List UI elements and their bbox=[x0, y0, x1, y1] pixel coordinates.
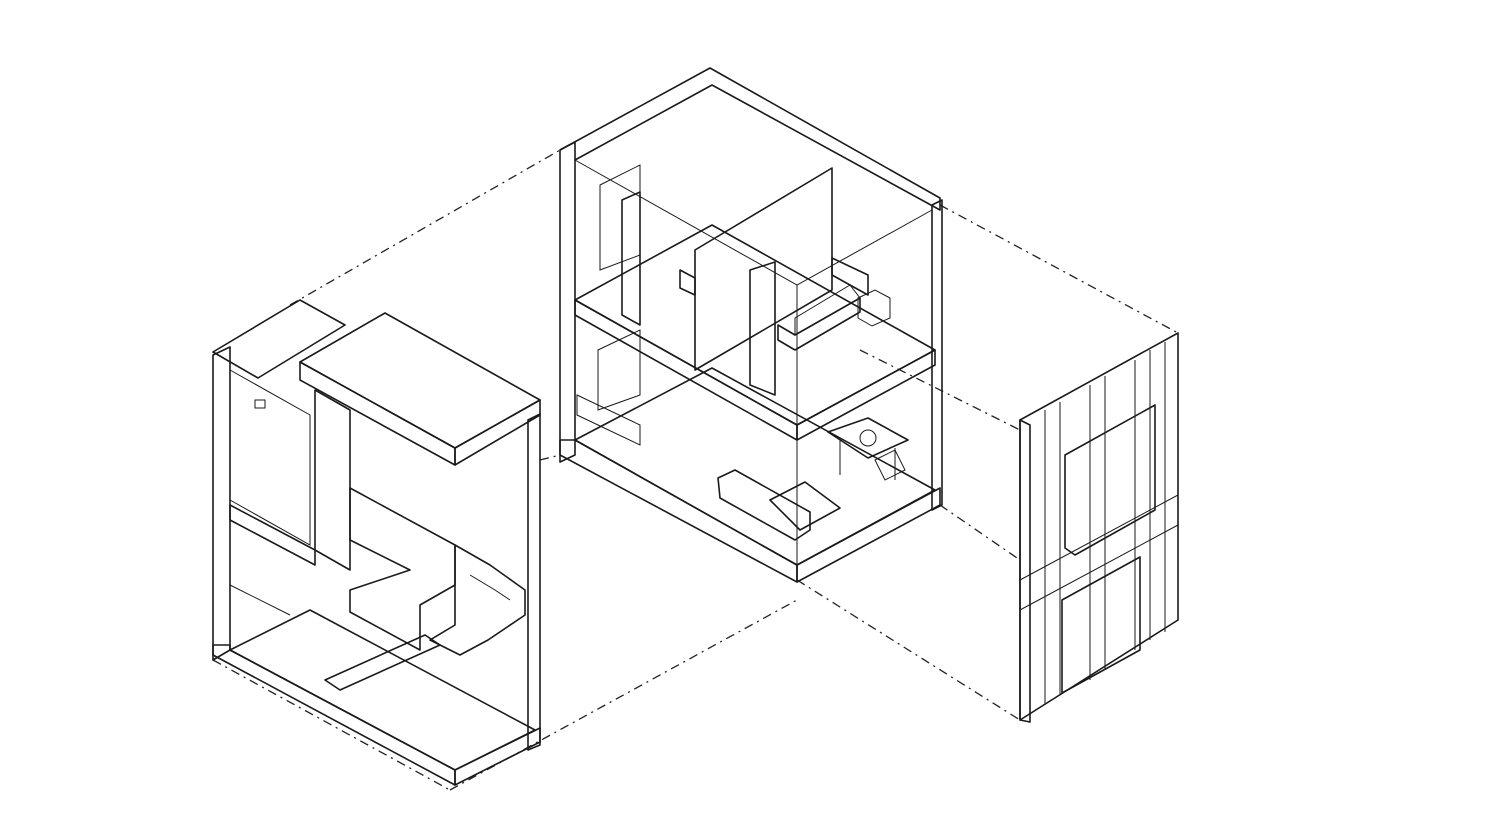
stair-stringer-wall bbox=[349, 487, 456, 651]
bed-headboard bbox=[831, 257, 869, 296]
bathroom-box bbox=[229, 369, 311, 546]
upper-window-frame bbox=[1064, 404, 1156, 556]
upper-slab-front bbox=[574, 299, 798, 441]
kitchen-counter-line bbox=[229, 584, 291, 616]
panel-edge bbox=[1019, 419, 1031, 723]
facade-panel bbox=[1019, 332, 1179, 723]
upper-window-glazing bbox=[599, 164, 641, 271]
stair-treads bbox=[429, 544, 526, 656]
drawing-line bbox=[539, 454, 561, 461]
rug bbox=[769, 481, 841, 531]
lower-window-glazing bbox=[597, 329, 641, 411]
panel-face bbox=[1019, 332, 1179, 721]
upper-room-roof bbox=[212, 299, 346, 379]
bed-frame bbox=[777, 297, 861, 351]
base-slab-front bbox=[559, 439, 798, 583]
drawing-line bbox=[1019, 524, 1179, 611]
left-wall-section bbox=[212, 346, 231, 661]
drawing-line bbox=[939, 204, 1179, 334]
bed-side bbox=[679, 269, 696, 296]
shower-head-icon bbox=[254, 399, 266, 409]
right-wall-section bbox=[931, 199, 943, 511]
ground-floor bbox=[574, 367, 936, 566]
projection-lines bbox=[212, 149, 1179, 791]
stair-lower-flight bbox=[324, 634, 441, 691]
drawing-line bbox=[212, 659, 451, 791]
table-centerpiece bbox=[859, 429, 877, 447]
right-wall-section bbox=[527, 413, 541, 751]
roof-block-front bbox=[299, 361, 456, 466]
living-module bbox=[559, 67, 943, 583]
lower-window-frame bbox=[1061, 556, 1141, 694]
drawing-line bbox=[289, 149, 561, 306]
partition-wall-2 bbox=[694, 167, 833, 371]
upper-floor-slab bbox=[229, 504, 316, 566]
panel-studs bbox=[1044, 342, 1166, 705]
partition-wall-1 bbox=[621, 191, 641, 326]
stair-module bbox=[212, 299, 541, 786]
drawing-line bbox=[1019, 494, 1179, 581]
upper-slab-right bbox=[796, 349, 936, 441]
dining-chair bbox=[874, 449, 906, 481]
stair-tread-lines bbox=[469, 574, 511, 601]
drawing-line bbox=[574, 159, 933, 286]
dining-table bbox=[827, 417, 909, 459]
slab-edge-front bbox=[212, 644, 456, 786]
kitchen-counter bbox=[576, 394, 641, 446]
nightstand bbox=[857, 289, 891, 327]
drawing-line bbox=[859, 349, 1021, 431]
sofa bbox=[717, 469, 811, 541]
roof-outline bbox=[559, 67, 941, 211]
back-left-wall bbox=[559, 141, 576, 463]
drawing-line bbox=[796, 579, 1021, 721]
core-wall bbox=[314, 389, 351, 571]
partition-wall-3 bbox=[749, 261, 776, 396]
base-slab-right bbox=[796, 487, 941, 583]
bed-mattress bbox=[794, 284, 861, 336]
drawing-line bbox=[939, 504, 1021, 561]
